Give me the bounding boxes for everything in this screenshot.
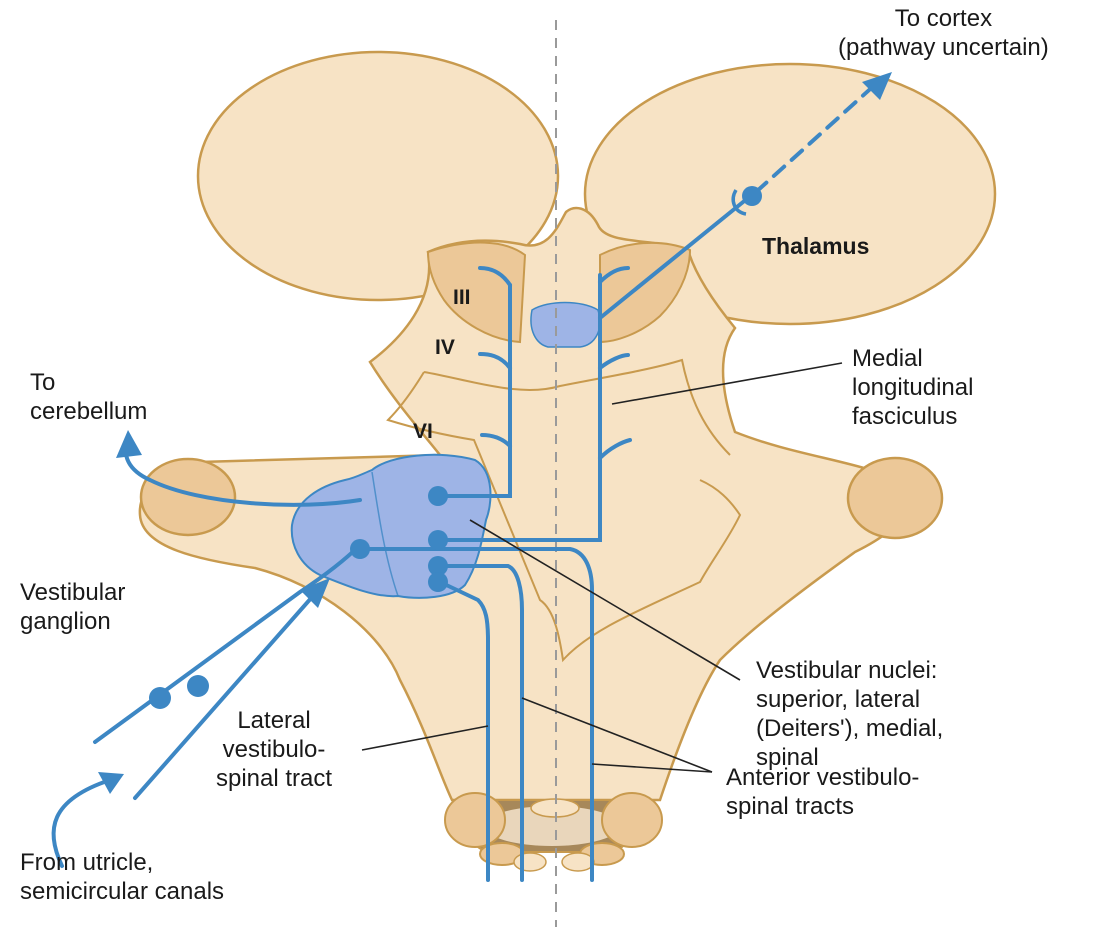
left-peduncle <box>141 459 235 535</box>
arrowhead-cerebellum <box>116 430 142 458</box>
spinal-cord-section <box>445 793 662 871</box>
aqueduct <box>531 303 600 348</box>
ganglion-cell-2 <box>187 675 209 697</box>
label-nerve-iii: III <box>453 286 471 310</box>
label-to-cortex: To cortex (pathway uncertain) <box>838 4 1049 62</box>
thalamic-cell <box>742 186 762 206</box>
label-nerve-vi: VI <box>413 420 433 444</box>
right-peduncle <box>848 458 942 538</box>
label-anterior-tracts: Anterior vestibulo- spinal tracts <box>726 763 919 821</box>
label-from-utricle: From utricle, semicircular canals <box>20 848 224 906</box>
nucleus-cell-5 <box>350 539 370 559</box>
label-thalamus: Thalamus <box>762 232 869 261</box>
nucleus-cell-2 <box>428 530 448 550</box>
ganglion-cell-1 <box>149 687 171 709</box>
label-mlf: Medial longitudinal fasciculus <box>852 344 973 431</box>
label-to-cerebellum: To cerebellum <box>30 368 147 426</box>
nucleus-cell-1 <box>428 486 448 506</box>
label-nerve-iv: IV <box>435 336 455 360</box>
label-lateral-tract: Lateral vestibulo- spinal tract <box>216 706 332 793</box>
label-vestibular-nuclei: Vestibular nuclei: superior, lateral (De… <box>756 656 943 772</box>
nucleus-cell-4 <box>428 572 448 592</box>
label-vestibular-ganglion: Vestibular ganglion <box>20 578 125 636</box>
